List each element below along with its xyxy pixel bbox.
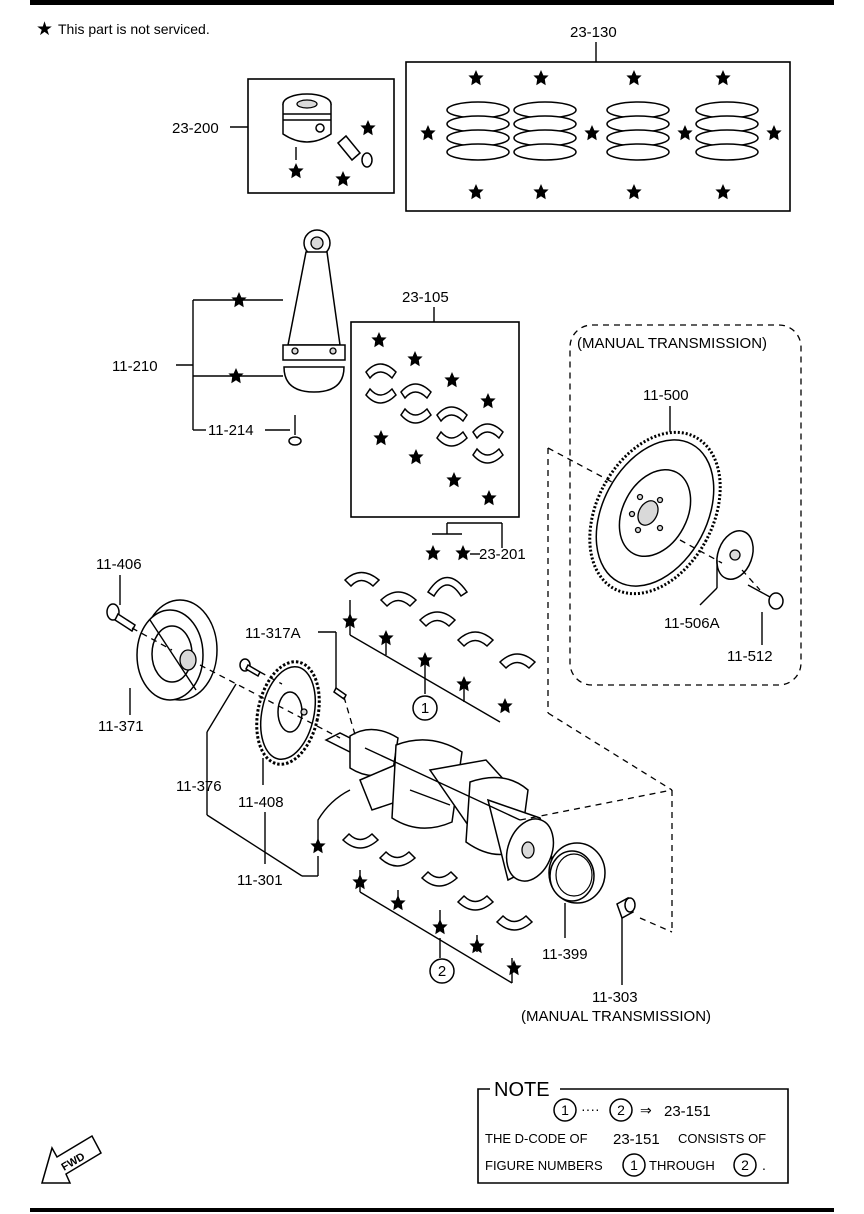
bottom-rule <box>30 1208 834 1212</box>
note-line2-a: THE D-CODE OF <box>485 1131 588 1146</box>
label-23-201: 23-201 <box>479 546 526 563</box>
label-11-399: 11-399 <box>542 946 588 963</box>
label-23-130: 23-130 <box>570 24 617 41</box>
legend: ★ This part is not serviced. <box>36 19 210 40</box>
seal-pilot-group: 11-399 11-303 (MANUAL TRANSMISSION) <box>521 842 711 1025</box>
crankshaft-group: 11-301 <box>206 728 555 889</box>
note-line2-b: CONSISTS OF <box>678 1131 766 1146</box>
piston-pin-icon <box>336 134 373 168</box>
ring-set-4 <box>695 101 759 161</box>
pilot-bearing-icon <box>616 896 636 920</box>
note-line3-end: . <box>762 1157 766 1173</box>
marker-circle-1 <box>412 695 438 721</box>
ring-set-1 <box>446 101 510 161</box>
flywheel-icon <box>588 430 722 596</box>
con-rod-bearing-shells <box>365 363 504 464</box>
pulley-bolt-icon <box>106 603 136 633</box>
marker-circle-2 <box>429 958 455 984</box>
pulse-plate-icon <box>255 660 321 766</box>
note-line2-code: 23-151 <box>613 1131 660 1148</box>
label-11-303: 11-303 <box>592 989 638 1006</box>
manual-transmission-group: (MANUAL TRANSMISSION) 11-500 11-506A 11-… <box>569 324 802 686</box>
label-manual-transmission-box: (MANUAL TRANSMISSION) <box>577 335 767 352</box>
ring-set-2 <box>513 101 577 161</box>
note-line3-through: THROUGH <box>649 1158 715 1173</box>
label-11-371: 11-371 <box>98 718 144 735</box>
label-11-317A: 11-317A <box>245 625 301 642</box>
note-arrow: ⇒ <box>640 1102 652 1118</box>
note-from: 1 <box>561 1102 569 1118</box>
ring-set-3 <box>606 101 670 161</box>
key-pulse-plate-group: 11-317A 11-376 11-408 <box>176 625 347 815</box>
label-23-105: 23-105 <box>402 289 449 306</box>
top-rule <box>30 0 834 5</box>
assembly-lines <box>131 447 761 933</box>
label-11-512: 11-512 <box>727 648 773 665</box>
label-11-408: 11-408 <box>238 794 284 811</box>
note-box: NOTE 1 ···· 2 ⇒ 23-151 THE D-CODE OF 23-… <box>477 1079 789 1184</box>
marker-2-text: 2 <box>438 963 446 980</box>
note-line3-n2: 2 <box>741 1157 749 1173</box>
piston-icon <box>282 93 332 143</box>
con-rod-bearings-group: 23-105 <box>350 289 520 518</box>
flywheel-bolt-icon <box>747 584 784 610</box>
note-to: 2 <box>617 1102 625 1118</box>
note-code: 23-151 <box>664 1103 711 1120</box>
label-11-303-note: (MANUAL TRANSMISSION) <box>521 1008 711 1025</box>
label-11-214: 11-214 <box>208 422 254 439</box>
marker-1-text: 1 <box>421 700 429 717</box>
note-line3-n1: 1 <box>630 1157 638 1173</box>
crank-pulley-icon <box>136 599 218 701</box>
label-11-500: 11-500 <box>643 387 689 404</box>
rear-oil-seal-icon <box>548 842 606 904</box>
label-23-200: 23-200 <box>172 120 219 137</box>
piston-rings-group: 23-130 <box>405 24 791 212</box>
upper-main-bearings: 1 <box>342 571 537 723</box>
pulley-group: 11-406 11-371 <box>96 556 218 735</box>
connecting-rod-icon <box>282 229 346 393</box>
note-line3-a: FIGURE NUMBERS <box>485 1158 603 1173</box>
thrust-bearing-group: 23-201 <box>425 522 526 598</box>
crankshaft-icon <box>324 728 555 882</box>
connecting-rod-group: 11-210 11-214 <box>112 229 346 446</box>
lower-main-bearings: 2 <box>341 832 534 984</box>
legend-star-icon: ★ <box>36 19 53 40</box>
thrust-washer-icon <box>426 576 469 598</box>
pulse-plate-bolt-icon <box>239 658 261 678</box>
legend-text: This part is not serviced. <box>58 21 210 37</box>
label-11-376: 11-376 <box>176 778 222 795</box>
label-11-301: 11-301 <box>237 872 283 889</box>
note-title: NOTE <box>494 1079 550 1101</box>
label-11-210: 11-210 <box>112 358 158 375</box>
rod-bolt-icon <box>288 415 302 446</box>
flywheel-plate-icon <box>716 530 754 580</box>
fwd-arrow-icon: FWD <box>41 1134 102 1184</box>
label-11-406: 11-406 <box>96 556 142 573</box>
note-dots: ···· <box>581 1101 600 1117</box>
piston-kit-group: 23-200 <box>172 78 395 194</box>
label-11-506A: 11-506A <box>664 615 720 632</box>
